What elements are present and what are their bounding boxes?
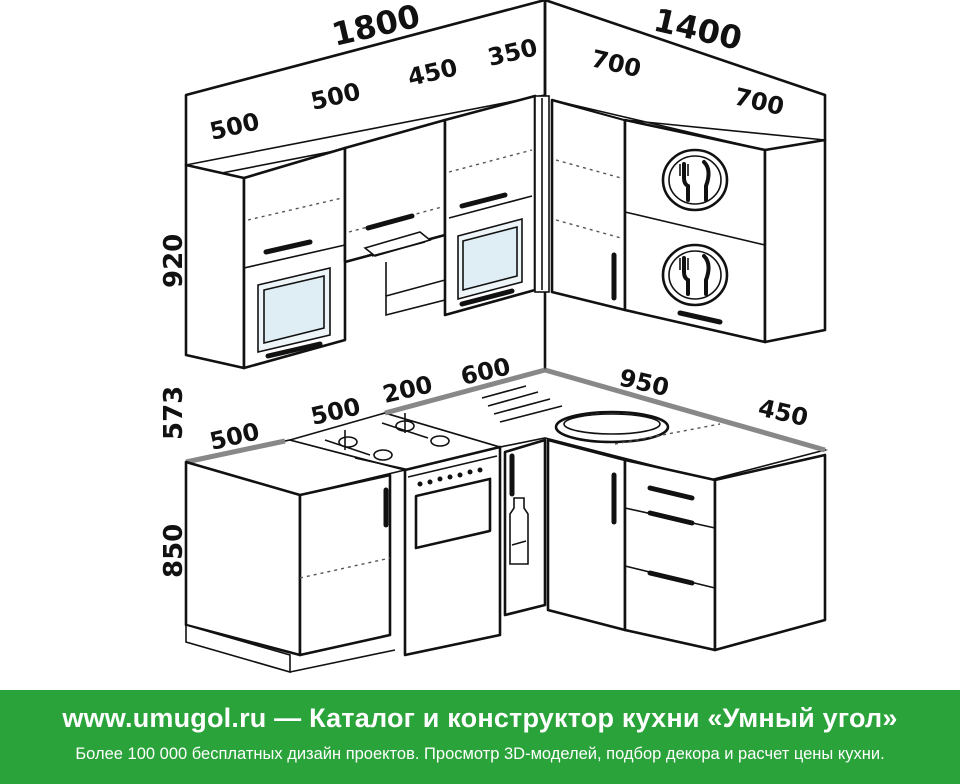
dim-upper-w4: 350	[485, 33, 540, 72]
sink	[481, 385, 721, 445]
kitchen-drawing: 1800 1400 500 500 450 350 700 700 920 57…	[159, 0, 829, 674]
banner-subtitle: Более 100 000 бесплатных дизайн проектов…	[75, 745, 885, 763]
dim-upper-right-w1: 700	[589, 45, 644, 84]
dim-base-right-w2: 450	[756, 394, 811, 433]
dim-height-gap: 573	[159, 386, 189, 440]
fork-knife-icon-2	[661, 243, 729, 307]
upper-cabinet-hood	[343, 118, 447, 317]
dim-height-upper: 920	[159, 234, 189, 288]
dim-upper-right-w2: 700	[732, 83, 787, 122]
fork-knife-icon	[661, 148, 729, 212]
dim-upper-w3: 450	[405, 53, 460, 92]
upper-cabinets-left	[184, 94, 550, 370]
hob	[324, 413, 450, 471]
base-cabinets	[184, 438, 827, 674]
upper-cabinet-3	[443, 94, 537, 317]
dim-upper-w1: 500	[207, 107, 262, 146]
bottle-icon	[509, 497, 529, 565]
upper-cabinets-right	[550, 98, 827, 344]
banner-title[interactable]: www.umugol.ru — Каталог и конструктор ку…	[62, 703, 898, 733]
dim-height-base: 850	[159, 524, 189, 578]
upper-cabinet-1	[184, 146, 347, 370]
dim-top-total-right: 1400	[650, 1, 745, 58]
dim-upper-w2: 500	[308, 77, 363, 116]
promo-banner: www.umugol.ru — Каталог и конструктор ку…	[0, 690, 960, 784]
